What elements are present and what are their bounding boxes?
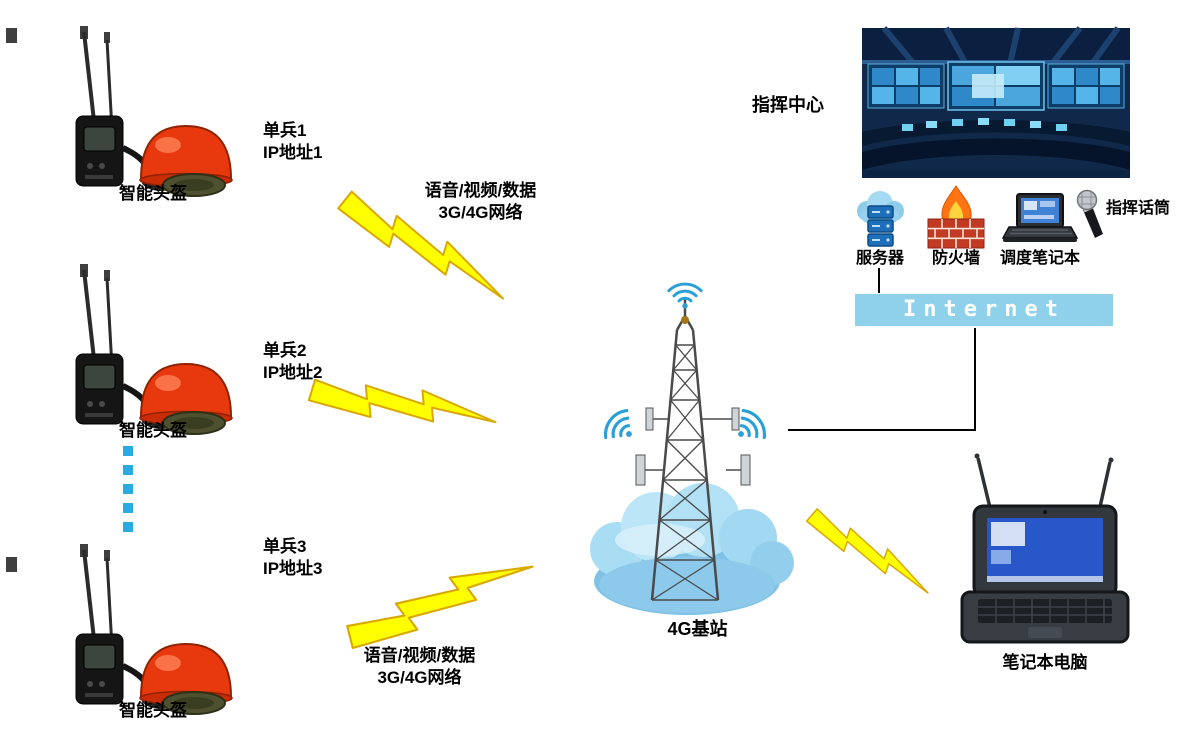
- command-center-label: 指挥中心: [752, 95, 824, 115]
- smart-helmet-graphic-2: [76, 264, 232, 434]
- soldier-3-label: 单兵3 IP地址3: [263, 536, 323, 581]
- lightning-bolt-3: [346, 565, 534, 650]
- link-bottom-line1: 语音/视频/数据: [363, 646, 476, 665]
- dispatch-laptop-label: 调度笔记本: [999, 250, 1080, 267]
- field-laptop-graphic: [960, 453, 1130, 644]
- link-top-line2: 3G/4G网络: [438, 203, 523, 223]
- edge-mark-bottom: [6, 557, 17, 572]
- link-label-top: 语音/视频/数据 3G/4G网络: [398, 180, 563, 225]
- helmet-label-1: 智能头盔: [119, 184, 187, 203]
- microphone-label: 指挥话筒: [1106, 200, 1171, 217]
- helmet-label-3: 智能头盔: [119, 701, 187, 720]
- wifi-left: [598, 404, 644, 451]
- link-label-bottom: 语音/视频/数据 3G/4G网络: [342, 645, 497, 690]
- lightning-bolt-1: [337, 190, 505, 300]
- soldier-1-name: 单兵1: [263, 121, 307, 140]
- microphone-icon: [1076, 189, 1103, 238]
- firewall-label: 防火墙: [931, 250, 980, 267]
- soldier-2-name: 单兵2: [263, 341, 307, 360]
- server-icon: [857, 191, 904, 247]
- lightning-bolt-2: [307, 378, 497, 424]
- link-bottom-line2: 3G/4G网络: [377, 668, 462, 688]
- soldier-3-ip: IP地址3: [263, 559, 323, 579]
- internet-basestation-line: [788, 328, 976, 431]
- lightning-bolt-4: [805, 508, 929, 594]
- soldier-3-name: 单兵3: [263, 537, 307, 556]
- internet-banner: Internet: [855, 294, 1113, 326]
- soldier-1-label: 单兵1 IP地址1: [263, 120, 323, 165]
- field-laptop-label: 笔记本电脑: [1002, 653, 1088, 672]
- smart-helmet-graphic-1: [76, 26, 232, 196]
- base-station-tower: [635, 298, 751, 601]
- edge-mark-top: [6, 28, 17, 43]
- firewall-icon: [927, 185, 985, 249]
- soldier-1-ip: IP地址1: [263, 143, 323, 163]
- dispatch-laptop-icon: [1001, 193, 1079, 242]
- wifi-top: [667, 282, 703, 311]
- server-label: 服务器: [855, 250, 904, 267]
- helmet-label-2: 智能头盔: [119, 421, 187, 440]
- command-center-photo: [862, 26, 1130, 178]
- soldier-2-ip: IP地址2: [263, 363, 323, 383]
- soldier-2-label: 单兵2 IP地址2: [263, 340, 323, 385]
- base-station-label: 4G基站: [667, 619, 728, 639]
- smart-helmet-graphic-3: [76, 544, 232, 714]
- link-top-line1: 语音/视频/数据: [424, 181, 537, 200]
- cloud-graphic: [590, 483, 794, 615]
- wireless-link-bolts: [307, 190, 929, 650]
